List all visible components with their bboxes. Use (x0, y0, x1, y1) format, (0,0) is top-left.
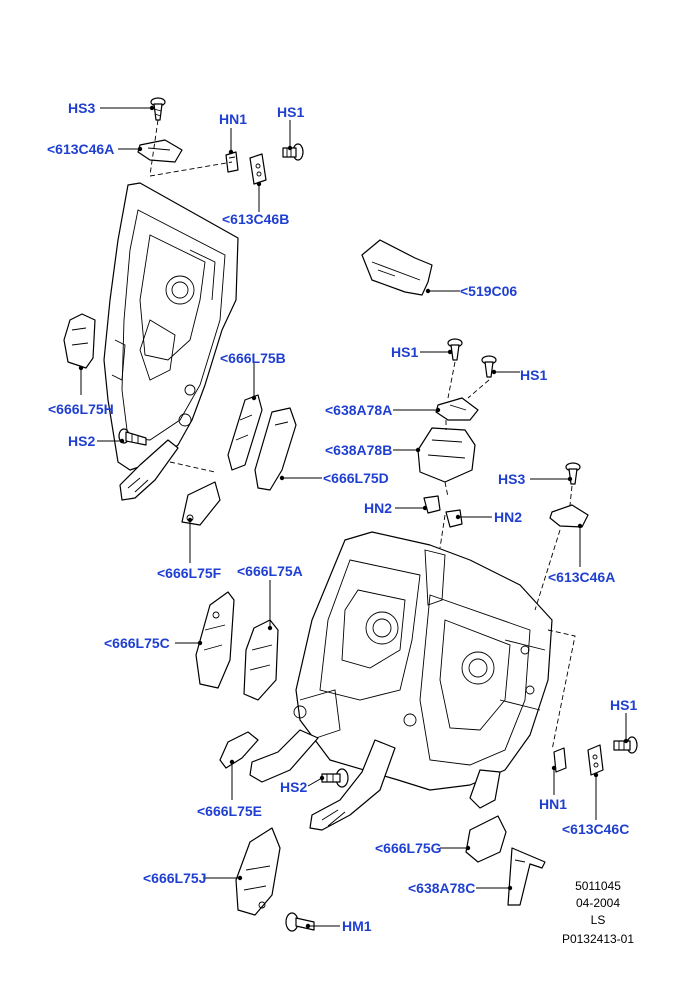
callout-613c46a-right: <613C46A (548, 569, 615, 585)
meta-code: LS (591, 913, 606, 927)
callout-638a78b: <638A78B (325, 442, 392, 458)
666l75f-bracket (181, 481, 221, 526)
callout-666l75b: <666L75B (220, 350, 286, 366)
callout-638a78c: <638A78C (408, 880, 475, 896)
left-seat-back-frame (103, 182, 239, 501)
callout-666l75a: <666L75A (237, 563, 303, 579)
callout-hs3-top: HS3 (68, 100, 95, 116)
hm1-screw (285, 912, 315, 932)
hs3-top-screw (150, 97, 166, 121)
613c46a-top-bracket (137, 139, 183, 163)
callout-hs1-bottom: HS1 (610, 697, 637, 713)
callout-hs1-middle-right: HS1 (520, 367, 547, 383)
callout-666l75d: <666L75D (323, 470, 389, 486)
callout-613c46b: <613C46B (222, 211, 289, 227)
666l75a-panel (243, 619, 279, 701)
666l75e-bracket (219, 731, 259, 769)
callout-hs2-bottom: HS2 (280, 779, 307, 795)
callout-613c46a-top: <613C46A (47, 141, 114, 157)
613c46b-hinge (249, 153, 267, 185)
callout-hn1-bottom: HN1 (539, 796, 567, 812)
519c06-cover (361, 239, 433, 296)
callout-hs1-middle-left: HS1 (391, 344, 418, 360)
leader-lines (80, 107, 627, 927)
callout-hn2-right: HN2 (494, 509, 522, 525)
666l75h-pad (63, 313, 96, 369)
666l75b-pad (227, 394, 263, 471)
callout-hn2-left: HN2 (364, 500, 392, 516)
callout-613c46c: <613C46C (562, 821, 629, 837)
hs1-middle-left-screw (447, 338, 463, 361)
meta-ref: P0132413-01 (562, 932, 634, 946)
hs3-right-screw (565, 462, 581, 485)
callout-hm1: HM1 (342, 918, 372, 934)
hn1-bottom-clip (553, 747, 567, 773)
meta-date: 04-2004 (576, 896, 620, 910)
613c46c-hinge (587, 744, 604, 776)
main-seat-back-frame (249, 531, 553, 831)
callout-labels: HS3 <613C46A HN1 HS1 <613C46B <519C06 <6… (47, 100, 637, 934)
hs2-bottom-screw (321, 768, 349, 788)
callout-666l75j: <666L75J (143, 870, 206, 886)
613c46a-right-bracket (549, 504, 589, 528)
callout-hs2-top: HS2 (68, 433, 95, 449)
callout-hs1-top: HS1 (277, 104, 304, 120)
meta-info: 5011045 04-2004 LS P0132413-01 (562, 879, 634, 946)
638a78c-strip (507, 847, 546, 906)
callout-hn1-top: HN1 (219, 111, 247, 127)
638a78b-housing (417, 427, 476, 483)
666l75j-cover (235, 827, 281, 916)
hn2-right-clip (445, 509, 463, 528)
666l75g-pad (465, 815, 507, 863)
callout-519c06: <519C06 (460, 283, 517, 299)
callout-638a78a: <638A78A (325, 402, 392, 418)
666l75c-panel (195, 591, 235, 689)
callout-hs3-right: HS3 (498, 471, 525, 487)
callout-666l75g: <666L75G (375, 840, 442, 856)
callout-666l75c: <666L75C (104, 635, 170, 651)
leader-dots (78, 105, 629, 929)
assembly-lines (149, 119, 576, 751)
hs1-middle-right-screw (481, 355, 497, 378)
hs1-top-bolt (282, 143, 304, 161)
callout-666l75h: <666L75H (48, 401, 114, 417)
638a78a-bracket (435, 397, 479, 421)
666l75d-trim-panel (254, 407, 297, 491)
hn2-left-clip (423, 495, 441, 514)
callout-666l75e: <666L75E (197, 803, 262, 819)
callout-666l75f: <666L75F (157, 565, 222, 581)
meta-number: 5011045 (575, 879, 621, 893)
